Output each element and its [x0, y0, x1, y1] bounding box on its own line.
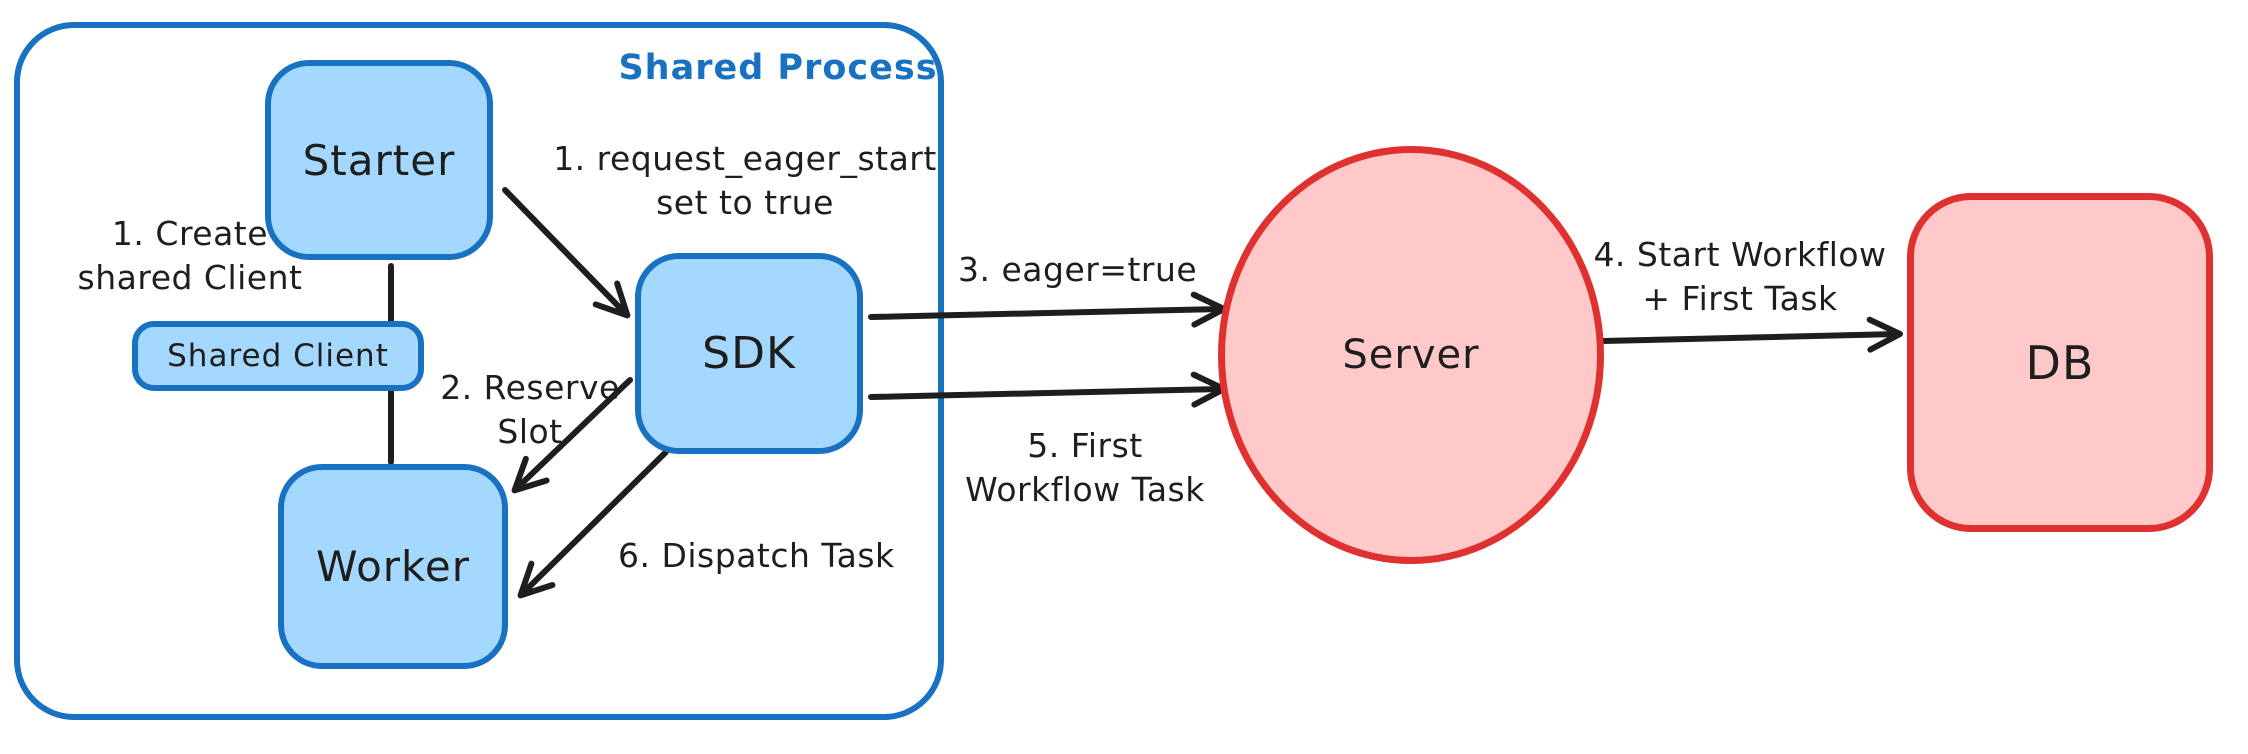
annotation-first-workflow-task-line2: Workflow Task [965, 470, 1205, 509]
annotation-reserve-slot: 2. Reserve Slot [425, 366, 635, 454]
arrow-sdk-to-server-eager [868, 291, 1227, 328]
arrow-starter-to-sdk [502, 187, 631, 319]
node-worker: Worker [278, 464, 508, 669]
annotation-reserve-slot-line2: Slot [497, 412, 563, 451]
node-server-label: Server [1342, 332, 1480, 378]
shared-process-container [14, 22, 944, 720]
annotation-first-workflow-task: 5. First Workflow Task [955, 424, 1215, 512]
node-sdk: SDK [635, 253, 863, 454]
node-shared-client: Shared Client [132, 321, 424, 391]
annotation-start-workflow-first-task-line1: 4. Start Workflow [1593, 235, 1887, 274]
node-shared-client-label: Shared Client [167, 338, 389, 374]
arrow-server-to-db [1600, 316, 1903, 353]
arrow-sdk-to-worker-reserve [511, 377, 633, 494]
node-starter-label: Starter [302, 135, 456, 185]
node-db-label: DB [2025, 335, 2095, 390]
annotation-start-workflow-first-task-line2: + First Task [1642, 279, 1838, 318]
annotation-dispatch-task: 6. Dispatch Task [618, 534, 908, 578]
node-db: DB [1907, 193, 2213, 532]
annotation-request-eager-start-line1: 1. request_eager_start [553, 139, 937, 178]
annotation-start-workflow-first-task: 4. Start Workflow + First Task [1585, 233, 1895, 321]
annotation-dispatch-task-line1: 6. Dispatch Task [618, 536, 895, 575]
node-server: Server [1218, 146, 1604, 564]
node-starter: Starter [265, 60, 493, 260]
arrow-sdk-to-worker-dispatch [517, 449, 669, 599]
annotation-request-eager-start-line2: set to true [656, 183, 834, 222]
node-sdk-label: SDK [702, 328, 796, 379]
shared-process-label: Shared Process [618, 48, 938, 88]
annotation-first-workflow-task-line1: 5. First [1027, 426, 1143, 465]
annotation-reserve-slot-line1: 2. Reserve [440, 368, 620, 407]
arrow-sdk-to-server-first-task [868, 371, 1227, 408]
annotation-create-shared-client-line1: 1. Create [111, 214, 269, 253]
annotation-create-shared-client-line2: shared Client [77, 258, 303, 297]
annotation-eager-true: 3. eager=true [958, 248, 1203, 292]
annotation-request-eager-start: 1. request_eager_start set to true [545, 137, 945, 225]
node-worker-label: Worker [316, 542, 470, 591]
annotation-create-shared-client: 1. Create shared Client [55, 212, 325, 300]
annotation-eager-true-line1: 3. eager=true [958, 250, 1198, 289]
